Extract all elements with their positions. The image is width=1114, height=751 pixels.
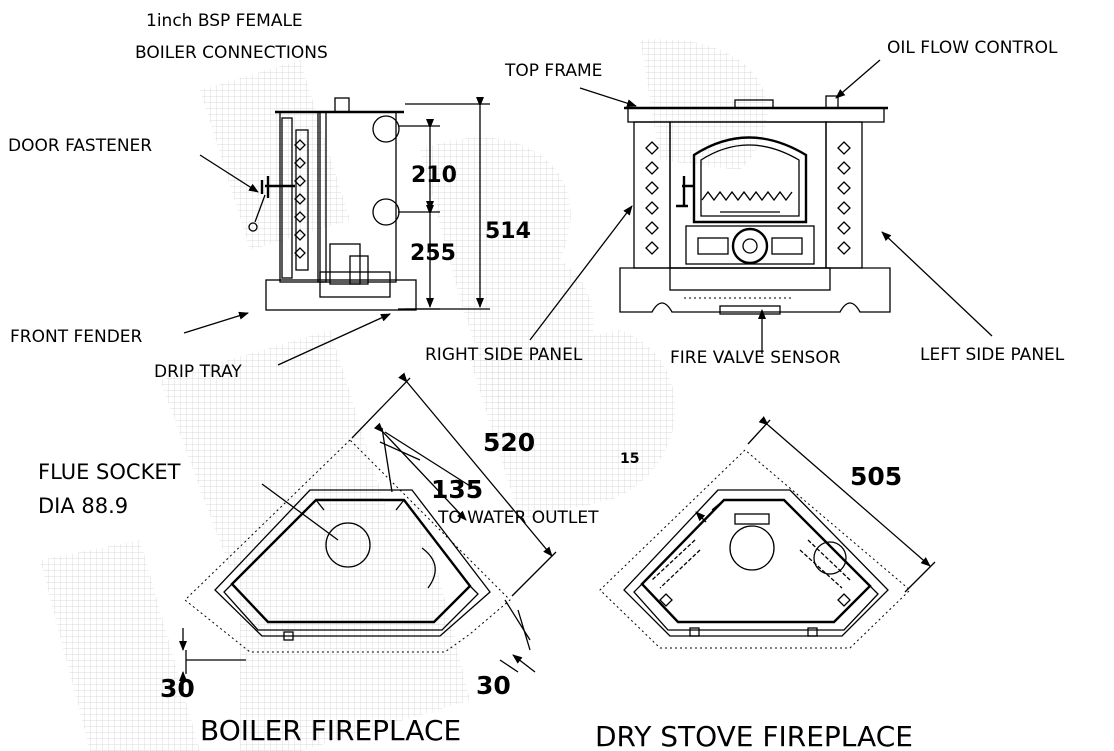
label-boiler-connections-2: BOILER CONNECTIONS bbox=[135, 43, 328, 63]
side-view bbox=[248, 97, 490, 311]
dim-boiler-clearance-left: 30 bbox=[160, 674, 195, 703]
leader-lines bbox=[183, 59, 993, 366]
dim-water-outlet-offset: 135 bbox=[431, 475, 483, 504]
label-to-water-outlet: TO WATER OUTLET bbox=[437, 508, 599, 528]
label-boiler-connections-1: 1inch BSP FEMALE bbox=[146, 11, 303, 31]
label-oil-flow-control: OIL FLOW CONTROL bbox=[887, 38, 1058, 58]
dim-boiler-width: 520 bbox=[483, 428, 535, 457]
dim-overall-height: 514 bbox=[485, 219, 531, 244]
label-drip-tray: DRIP TRAY bbox=[154, 362, 242, 382]
label-fire-valve-sensor: FIRE VALVE SENSOR bbox=[670, 348, 841, 368]
label-flue-socket-1: FLUE SOCKET bbox=[38, 460, 181, 484]
dry-stove-plan bbox=[599, 416, 936, 649]
dim-upper-connection: 210 bbox=[411, 163, 457, 188]
front-view bbox=[619, 95, 891, 315]
watermark-shapes bbox=[40, 39, 768, 751]
boiler-plan bbox=[179, 372, 557, 690]
label-front-fender: FRONT FENDER bbox=[10, 327, 143, 347]
dim-stove-width: 505 bbox=[850, 462, 902, 491]
title-boiler-fireplace: BOILER FIREPLACE bbox=[200, 714, 461, 747]
label-door-fastener: DOOR FASTENER bbox=[8, 136, 152, 156]
label-left-side-panel: LEFT SIDE PANEL bbox=[920, 345, 1065, 365]
dim-lower-connection: 255 bbox=[410, 241, 456, 266]
front-panel-ornaments bbox=[645, 141, 851, 299]
dim-boiler-clearance-right: 30 bbox=[476, 671, 511, 700]
label-flue-socket-2: DIA 88.9 bbox=[38, 494, 128, 518]
side-panel-ornaments bbox=[294, 139, 306, 259]
dim-stove-small-gap: 15 bbox=[620, 451, 639, 467]
title-dry-stove-fireplace: DRY STOVE FIREPLACE bbox=[595, 720, 913, 751]
label-top-frame: TOP FRAME bbox=[504, 61, 602, 81]
label-right-side-panel: RIGHT SIDE PANEL bbox=[425, 345, 583, 365]
